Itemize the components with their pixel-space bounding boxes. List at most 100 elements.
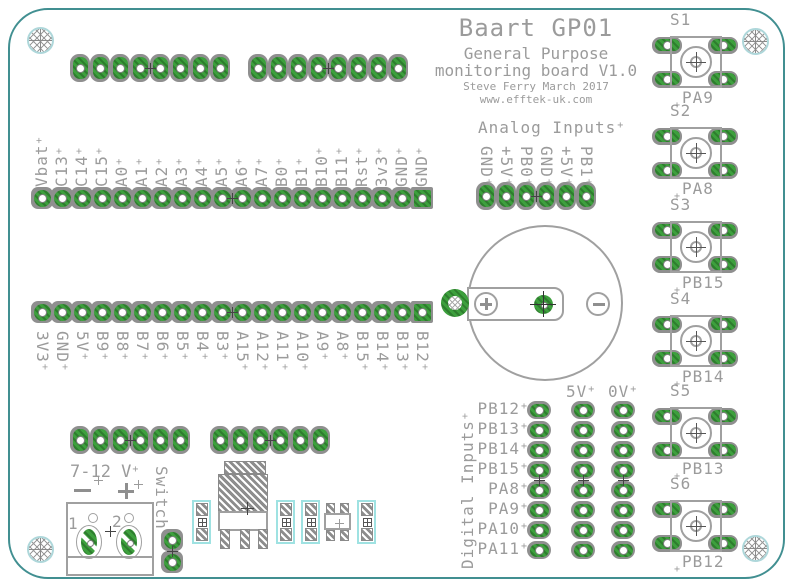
digital-grid-pad[interactable] — [571, 541, 595, 559]
header-io-upper-pad[interactable] — [311, 187, 333, 209]
header-top-left-pad[interactable] — [130, 54, 150, 82]
header-bottom-right-pad[interactable] — [210, 426, 230, 454]
battery-feed-pad[interactable] — [441, 289, 469, 317]
header-io-upper-pad[interactable] — [291, 187, 313, 209]
header-top-right-pad[interactable] — [268, 54, 288, 82]
analog-input-header-pad[interactable] — [496, 182, 516, 210]
button-pad[interactable] — [652, 407, 682, 425]
digital-grid-pad[interactable] — [611, 541, 635, 559]
header-top-right-pad[interactable] — [248, 54, 268, 82]
header-top-right-pad[interactable] — [348, 54, 368, 82]
header-bottom-left-pad[interactable] — [130, 426, 150, 454]
digital-grid-pad[interactable] — [611, 521, 635, 539]
tactile-switch-body[interactable] — [670, 221, 722, 273]
button-pad[interactable] — [652, 36, 682, 54]
digital-grid-pad[interactable] — [527, 401, 551, 419]
header-bottom-left-pad[interactable] — [170, 426, 190, 454]
header-top-right-pad[interactable] — [288, 54, 308, 82]
tactile-switch-body[interactable] — [670, 36, 722, 88]
header-io-upper-pad[interactable] — [171, 187, 193, 209]
header-bottom-right-pad[interactable] — [310, 426, 330, 454]
button-pad[interactable] — [708, 127, 738, 145]
digital-grid-pad[interactable] — [527, 421, 551, 439]
header-io-lower-pad[interactable] — [271, 301, 293, 323]
header-io-lower-pad[interactable] — [351, 301, 373, 323]
header-io-lower-pad[interactable] — [31, 301, 53, 323]
header-bottom-left-pad[interactable] — [110, 426, 130, 454]
button-pad[interactable] — [708, 315, 738, 333]
header-top-right-pad[interactable] — [308, 54, 328, 82]
regulator-tab[interactable] — [224, 461, 266, 474]
digital-grid-pad[interactable] — [527, 521, 551, 539]
button-pad[interactable] — [708, 255, 738, 273]
terminal-pad-ring[interactable] — [76, 525, 102, 559]
power-terminal-block[interactable] — [66, 502, 154, 576]
digital-grid-pad[interactable] — [527, 441, 551, 459]
header-io-lower-pad[interactable] — [51, 301, 73, 323]
header-io-upper-pad[interactable] — [411, 187, 433, 209]
digital-grid-pad[interactable] — [611, 401, 635, 419]
header-io-upper-pad[interactable] — [271, 187, 293, 209]
analog-input-header-pad[interactable] — [556, 182, 576, 210]
digital-grid-pad[interactable] — [527, 481, 551, 499]
digital-grid-pad[interactable] — [527, 541, 551, 559]
tactile-switch-body[interactable] — [670, 407, 722, 459]
header-io-lower-pad[interactable] — [191, 301, 213, 323]
button-pad[interactable] — [652, 161, 682, 179]
digital-grid-pad[interactable] — [611, 501, 635, 519]
digital-grid-pad[interactable] — [571, 401, 595, 419]
analog-input-header-pad[interactable] — [536, 182, 556, 210]
digital-grid-pad[interactable] — [571, 521, 595, 539]
switch-pad[interactable] — [161, 551, 183, 573]
header-io-upper-pad[interactable] — [351, 187, 373, 209]
digital-grid-pad[interactable] — [611, 441, 635, 459]
header-bottom-right-pad[interactable] — [270, 426, 290, 454]
digital-grid-pad[interactable] — [571, 461, 595, 479]
button-pad[interactable] — [652, 500, 682, 518]
terminal-pad-ring[interactable] — [116, 525, 142, 559]
tactile-switch-body[interactable] — [670, 315, 722, 367]
button-pad[interactable] — [652, 315, 682, 333]
header-io-upper-pad[interactable] — [131, 187, 153, 209]
header-io-lower-pad[interactable] — [131, 301, 153, 323]
header-bottom-left-pad[interactable] — [70, 426, 90, 454]
button-pad[interactable] — [708, 441, 738, 459]
button-pad[interactable] — [708, 36, 738, 54]
digital-grid-pad[interactable] — [571, 481, 595, 499]
header-top-left-pad[interactable] — [170, 54, 190, 82]
tactile-switch-body[interactable] — [670, 500, 722, 552]
button-pad[interactable] — [652, 127, 682, 145]
header-top-left-pad[interactable] — [150, 54, 170, 82]
digital-grid-pad[interactable] — [611, 461, 635, 479]
button-pad[interactable] — [652, 255, 682, 273]
header-io-lower-pad[interactable] — [331, 301, 353, 323]
analog-input-header-pad[interactable] — [516, 182, 536, 210]
header-bottom-left-pad[interactable] — [90, 426, 110, 454]
header-top-left-pad[interactable] — [210, 54, 230, 82]
button-pad[interactable] — [652, 221, 682, 239]
header-top-right-pad[interactable] — [388, 54, 408, 82]
header-io-lower-pad[interactable] — [411, 301, 433, 323]
smd-transistor[interactable] — [324, 503, 352, 541]
header-io-lower-pad[interactable] — [71, 301, 93, 323]
header-io-upper-pad[interactable] — [331, 187, 353, 209]
header-top-right-pad[interactable] — [368, 54, 388, 82]
digital-grid-pad[interactable] — [571, 501, 595, 519]
header-top-left-pad[interactable] — [70, 54, 90, 82]
header-io-upper-pad[interactable] — [251, 187, 273, 209]
header-io-lower-pad[interactable] — [371, 301, 393, 323]
header-io-upper-pad[interactable] — [151, 187, 173, 209]
analog-input-header-pad[interactable] — [576, 182, 596, 210]
header-io-upper-pad[interactable] — [191, 187, 213, 209]
header-top-left-pad[interactable] — [190, 54, 210, 82]
header-io-upper-pad[interactable] — [391, 187, 413, 209]
header-io-lower-pad[interactable] — [171, 301, 193, 323]
header-io-lower-pad[interactable] — [311, 301, 333, 323]
header-io-lower-pad[interactable] — [91, 301, 113, 323]
header-io-lower-pad[interactable] — [291, 301, 313, 323]
header-bottom-right-pad[interactable] — [290, 426, 310, 454]
button-pad[interactable] — [652, 349, 682, 367]
header-io-lower-pad[interactable] — [391, 301, 413, 323]
header-bottom-right-pad[interactable] — [230, 426, 250, 454]
header-io-upper-pad[interactable] — [51, 187, 73, 209]
